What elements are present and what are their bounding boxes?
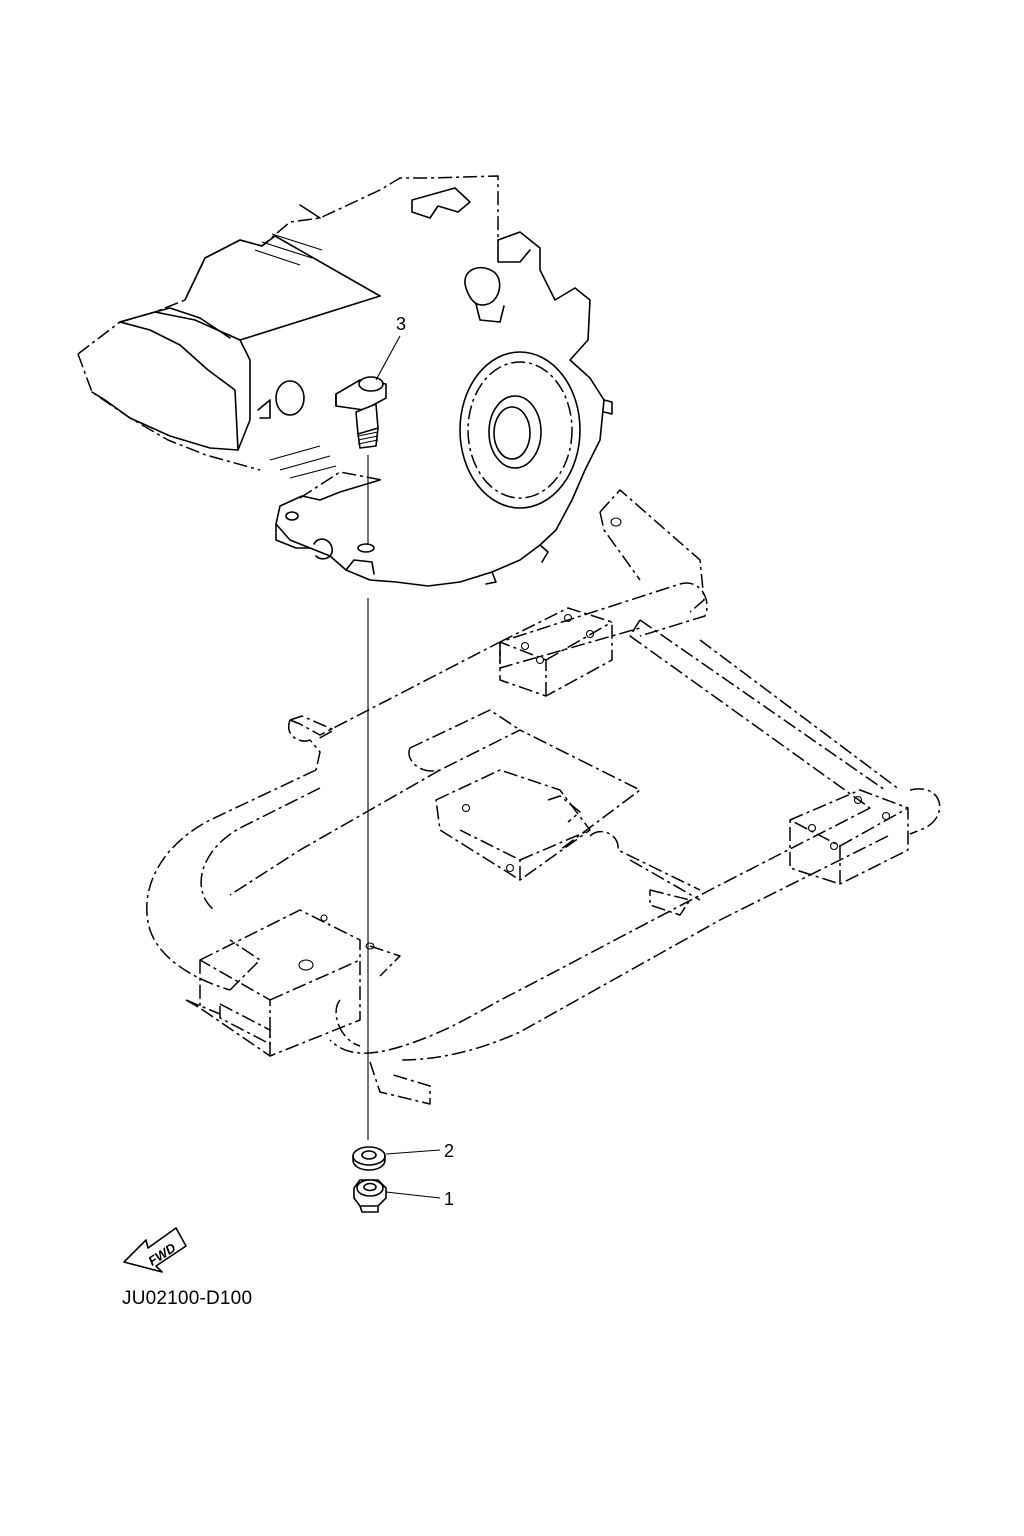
callout-label-2: 2 [444, 1141, 454, 1161]
nut-part [353, 1179, 387, 1213]
callout-1: 1 [385, 1189, 454, 1209]
callout-label-3: 3 [396, 314, 406, 334]
frame-assembly [146, 489, 941, 1105]
diagram-code: JU02100-D100 [122, 1288, 253, 1309]
engine-mount-bracket-bolt [335, 376, 387, 449]
callout-3: 3 [375, 314, 406, 381]
engine-assembly [77, 175, 613, 587]
forward-direction-arrow-icon: FWD [123, 1227, 187, 1273]
callout-2: 2 [385, 1141, 454, 1161]
callout-label-1: 1 [444, 1189, 454, 1209]
washer-part [352, 1146, 386, 1171]
